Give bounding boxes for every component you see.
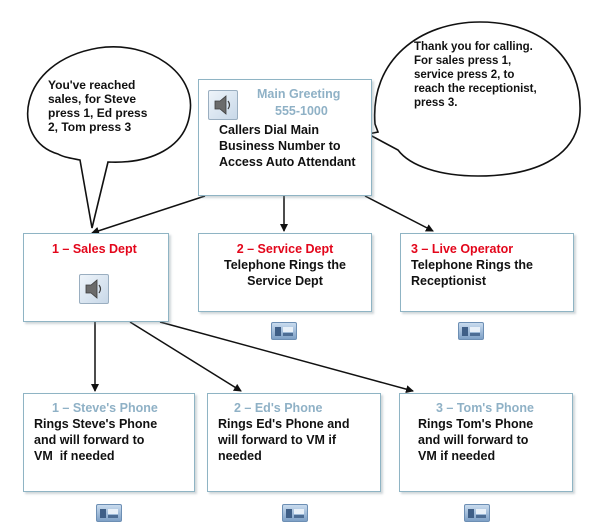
- dept-line: Telephone Rings the: [411, 258, 533, 272]
- dept-line: Receptionist: [411, 274, 487, 288]
- phone-line: VM if needed: [418, 449, 496, 463]
- main-greeting-title: Main Greeting: [257, 87, 341, 101]
- dept-box-operator: 3 – Live Operator Telephone Rings the Re…: [400, 233, 574, 312]
- phone-title: 3 – Tom's Phone: [436, 401, 534, 415]
- phone-box-tom: 3 – Tom's Phone Rings Tom's Phone and wi…: [399, 393, 573, 492]
- desk-phone-icon: [458, 322, 484, 340]
- sales-bubble-line: sales, for Steve: [48, 92, 137, 106]
- desk-phone-icon: [282, 504, 308, 522]
- desk-phone-icon: [96, 504, 122, 522]
- main-greeting-number: 555-1000: [275, 104, 328, 118]
- main-greeting-line: Access Auto Attendant: [219, 155, 356, 169]
- speaker-icon: [208, 90, 238, 120]
- arrow-sales-to-tom: [159, 321, 414, 394]
- arrow-sales-to-ed: [129, 321, 242, 392]
- phone-box-steve: 1 – Steve's Phone Rings Steve's Phone an…: [23, 393, 195, 492]
- dept-box-sales: 1 – Sales Dept: [23, 233, 169, 322]
- arrow-main-to-sales: [91, 195, 206, 235]
- phone-line: needed: [218, 449, 262, 463]
- phone-line: and will forward to: [418, 433, 529, 447]
- phone-line: VM if needed: [34, 449, 115, 463]
- main-bubble-line: reach the receptionist,: [414, 83, 537, 95]
- phone-line: Rings Steve's Phone: [34, 417, 158, 431]
- desk-phone-icon: [271, 322, 297, 340]
- phone-title: 2 – Ed's Phone: [234, 401, 323, 415]
- sales-speech-bubble: [26, 46, 192, 229]
- desk-phone-icon: [464, 504, 490, 522]
- dept-box-service: 2 – Service Dept Telephone Rings the Ser…: [198, 233, 372, 312]
- main-greeting-desc: Callers Dial Main Business Number to Acc…: [219, 122, 356, 170]
- sales-bubble-text: You've reached sales, for Steve press 1,…: [48, 78, 188, 134]
- main-greeting-box: Main Greeting 555-1000 Callers Dial Main…: [198, 79, 372, 196]
- phone-line: Rings Ed's Phone and: [218, 417, 350, 431]
- dept-line: Service Dept: [247, 274, 323, 288]
- dept-title: 2 – Service Dept: [236, 242, 334, 256]
- main-bubble-line: press 3.: [414, 97, 458, 109]
- phone-line: Rings Tom's Phone: [418, 417, 534, 431]
- main-speech-bubble: [365, 21, 581, 177]
- phone-line: will forward to VM if: [218, 433, 337, 447]
- sales-bubble-line: You've reached: [48, 78, 136, 92]
- main-greeting-line: Callers Dial Main: [219, 123, 320, 137]
- speaker-icon: [79, 274, 109, 304]
- main-greeting-line: Business Number to: [219, 139, 341, 153]
- dept-title: 1 – Sales Dept: [52, 242, 137, 256]
- main-bubble-line: Thank you for calling.: [414, 41, 533, 53]
- dept-line: Telephone Rings the: [224, 258, 346, 272]
- main-bubble-line: For sales press 1,: [414, 55, 512, 67]
- dept-title: 3 – Live Operator: [411, 242, 514, 256]
- sales-bubble-line: 2, Tom press 3: [48, 120, 132, 134]
- main-bubble-text: Thank you for calling. For sales press 1…: [414, 40, 574, 110]
- sales-bubble-line: press 1, Ed press: [48, 106, 148, 120]
- phone-line: and will forward to: [34, 433, 145, 447]
- arrow-main-to-operator: [364, 195, 434, 232]
- phone-box-ed: 2 – Ed's Phone Rings Ed's Phone and will…: [207, 393, 381, 492]
- phone-title: 1 – Steve's Phone: [52, 401, 158, 415]
- main-bubble-line: service press 2, to: [414, 69, 515, 81]
